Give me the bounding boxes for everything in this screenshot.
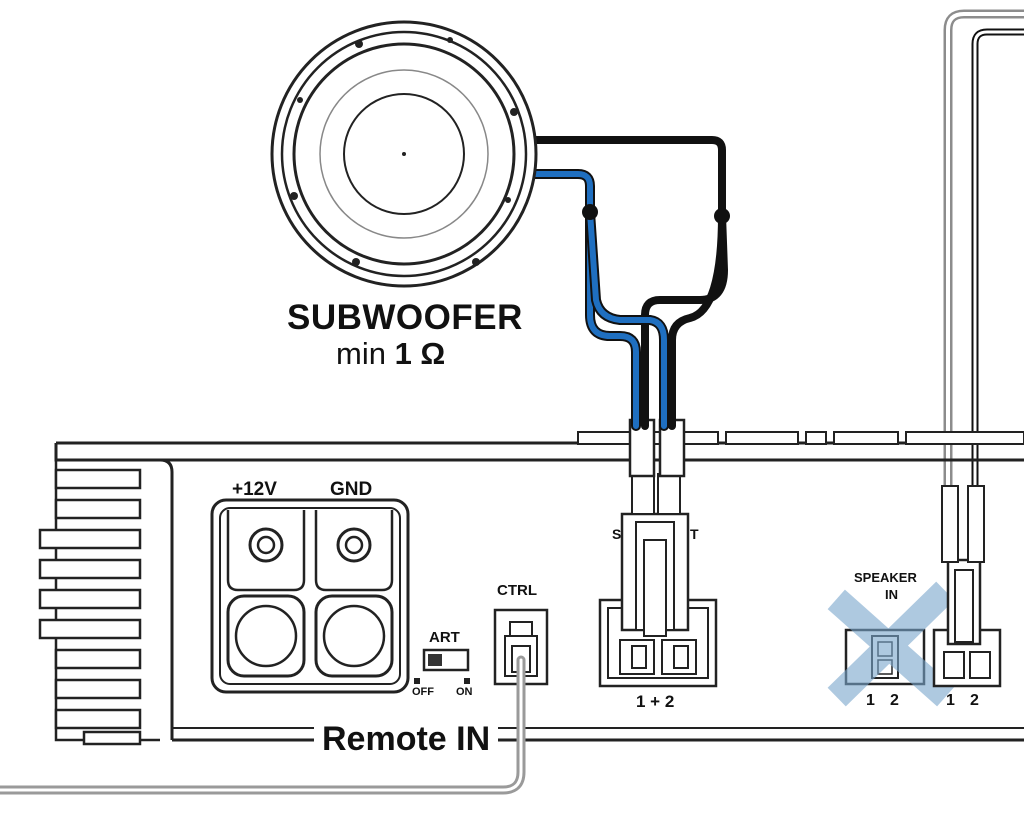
gnd-label: GND	[330, 479, 373, 500]
blue-junction-dot	[582, 204, 598, 220]
gnd-screw-icon[interactable]	[336, 527, 372, 563]
sub-out-pins-label: 1 + 2	[636, 692, 675, 711]
sub-out-partial-label-2: T	[690, 526, 699, 542]
power-terminal-block	[210, 498, 410, 694]
speaker-input-wires	[943, 9, 1024, 505]
plus12v-label: +12V	[232, 479, 277, 500]
art-switch[interactable]	[414, 648, 470, 684]
art-off-label: OFF	[412, 686, 434, 698]
sub-out-partial-label: S	[612, 526, 622, 542]
remote-in-label: Remote IN	[314, 720, 499, 759]
sub-out-plug[interactable]	[620, 418, 690, 637]
heatsink-fins	[38, 460, 160, 746]
subwoofer-icon	[270, 20, 538, 288]
gnd-cable-socket[interactable]	[314, 594, 394, 678]
subwoofer-title: SUBWOOFER	[287, 298, 523, 337]
art-label: ART	[429, 629, 460, 646]
speaker-in-label-line2: IN	[885, 587, 898, 602]
subwoofer-min-label: min 1 Ω	[336, 336, 445, 372]
speaker-in-right-connector[interactable]	[932, 485, 1002, 688]
subwoofer-min-prefix: min	[336, 336, 386, 371]
speaker-in-pin1-label: 1	[866, 692, 875, 709]
ctrl-label: CTRL	[497, 582, 537, 599]
remote-in-wire	[0, 655, 526, 795]
subwoofer-min-value: 1 Ω	[394, 336, 446, 371]
speaker-in-pin2-label: 2	[890, 692, 899, 709]
art-on-label: ON	[456, 686, 473, 698]
black-junction-dot	[714, 208, 730, 224]
amplifier-body	[54, 431, 1024, 742]
plus12v-cable-socket[interactable]	[226, 594, 306, 678]
plus12v-screw-icon[interactable]	[248, 527, 284, 563]
subwoofer-wires	[525, 136, 730, 431]
speaker-in-label-line1: SPEAKER	[854, 570, 917, 585]
disabled-cross-icon	[827, 581, 955, 707]
speaker-in-right-pin2-label: 2	[970, 692, 979, 709]
sub-out-connector[interactable]	[598, 598, 718, 688]
speaker-in-right-pin1-label: 1	[946, 692, 955, 709]
